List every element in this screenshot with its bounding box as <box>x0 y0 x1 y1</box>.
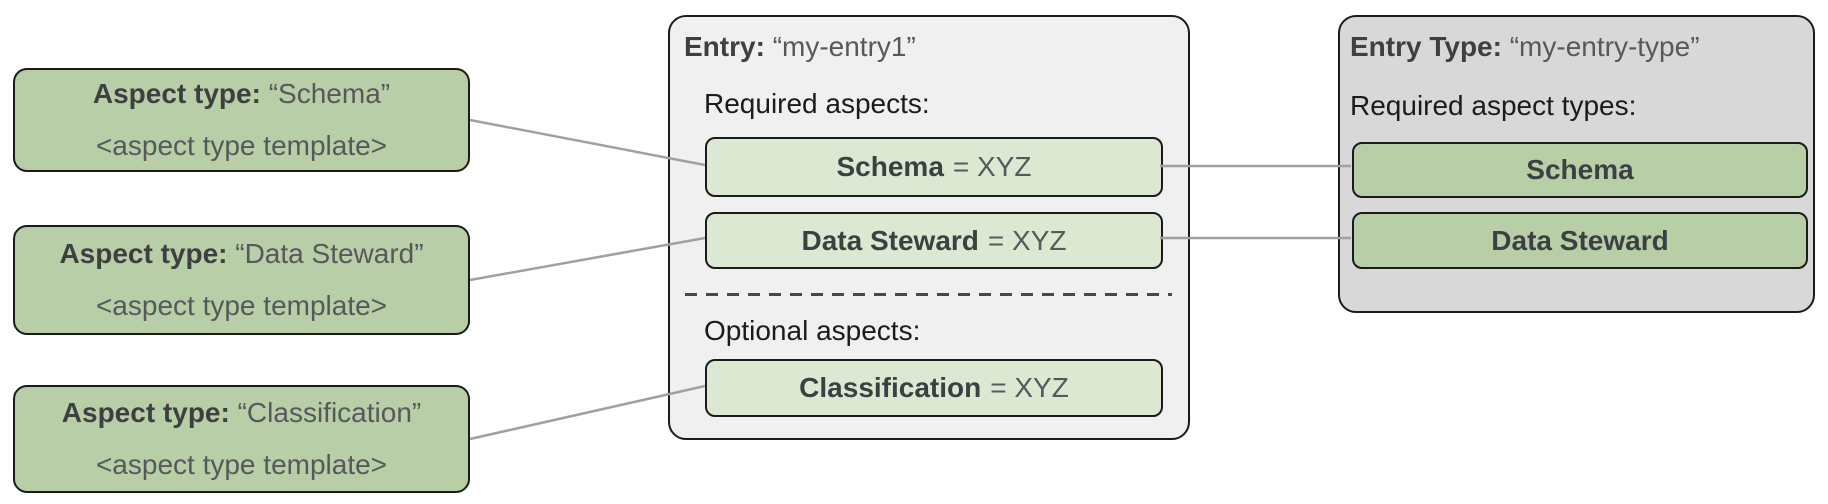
required-optional-divider <box>685 293 1172 296</box>
aspect-chip-value: = XYZ <box>952 151 1032 182</box>
entry-type-name: “my-entry-type” <box>1509 31 1700 62</box>
aspect-chip-schema: Schema = XYZ <box>705 137 1163 197</box>
required-aspect-types-heading: Required aspect types: <box>1350 90 1637 121</box>
aspect-chip-classification: Classification = XYZ <box>705 359 1163 417</box>
entry-type-label: Entry Type: <box>1350 31 1502 62</box>
entry-label: Entry: <box>684 31 765 62</box>
aspect-type-template: <aspect type template> <box>95 448 388 480</box>
entry-type-panel: Entry Type: “my-entry-type” Required asp… <box>1338 15 1815 313</box>
aspect-type-chip-name: Schema <box>1526 154 1634 185</box>
aspect-chip-name: Classification <box>799 372 982 403</box>
aspect-type-card-title: Aspect type: “Data Steward” <box>59 238 423 270</box>
entry-type-panel-title: Entry Type: “my-entry-type” <box>1350 30 1700 64</box>
aspect-type-card-classification: Aspect type: “Classification” <aspect ty… <box>13 385 470 493</box>
aspect-type-card-title: Aspect type: “Classification” <box>62 397 421 429</box>
entry-panel: Entry: “my-entry1” Required aspects: Sch… <box>668 15 1190 440</box>
aspect-type-card-title: Aspect type: “Schema” <box>93 78 390 110</box>
aspect-chip-name: Schema <box>836 151 944 182</box>
aspect-type-template: <aspect type template> <box>95 129 388 161</box>
aspect-chip-data-steward: Data Steward = XYZ <box>705 212 1163 269</box>
required-aspects-heading: Required aspects: <box>704 88 930 119</box>
aspect-chip-name: Data Steward <box>801 224 979 256</box>
aspect-type-name: “Schema” <box>268 78 391 110</box>
entry-panel-title: Entry: “my-entry1” <box>684 30 916 64</box>
aspect-type-name: “Classification” <box>237 397 422 429</box>
aspect-type-chip-name: Data Steward <box>1491 224 1669 256</box>
aspect-type-label: Aspect type: <box>59 238 228 270</box>
aspect-type-card-schema: Aspect type: “Schema” <aspect type templ… <box>13 68 470 172</box>
aspect-chip-value: = XYZ <box>990 372 1069 403</box>
aspect-type-name: “Data Steward” <box>235 238 424 270</box>
aspect-type-template: <aspect type template> <box>95 289 388 321</box>
aspect-type-label: Aspect type: <box>92 78 261 110</box>
aspect-type-chip-schema: Schema <box>1352 142 1808 198</box>
aspect-chip-value: = XYZ <box>987 224 1067 256</box>
entry-name: “my-entry1” <box>772 31 916 62</box>
aspect-type-chip-data-steward: Data Steward <box>1352 212 1808 269</box>
aspect-type-label: Aspect type: <box>61 397 230 429</box>
aspect-type-card-data-steward: Aspect type: “Data Steward” <aspect type… <box>13 225 470 335</box>
optional-aspects-heading: Optional aspects: <box>704 315 921 346</box>
